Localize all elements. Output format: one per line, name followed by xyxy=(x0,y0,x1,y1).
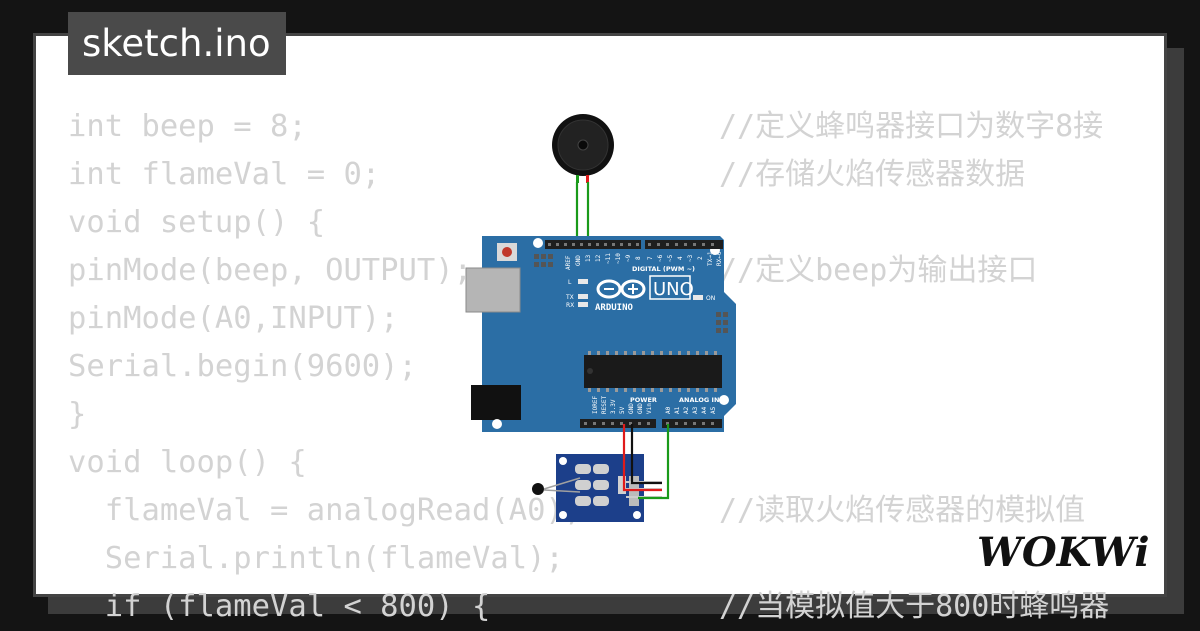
code-line: if (flameVal < 800) { xyxy=(68,589,491,624)
code-line: void setup() { xyxy=(68,205,326,240)
digital-label: DIGITAL (PWM ~) xyxy=(632,265,695,273)
svg-text:GND: GND xyxy=(637,403,644,414)
board-model: UNO xyxy=(653,279,694,300)
wire-buzzer[interactable] xyxy=(575,182,601,246)
svg-text:IOREF: IOREF xyxy=(592,396,599,414)
svg-text:4: 4 xyxy=(677,256,684,260)
svg-text:~6: ~6 xyxy=(657,254,664,262)
svg-text:3.3V: 3.3V xyxy=(610,399,617,414)
svg-text:GND: GND xyxy=(628,403,635,414)
code-line: Serial.begin(9600); xyxy=(68,349,417,384)
flame-sensor[interactable] xyxy=(532,454,662,522)
code-line: int flameVal = 0; xyxy=(68,157,381,192)
code-line: Serial.println(flameVal); xyxy=(68,541,564,576)
wokwi-logo: WOKWi xyxy=(977,529,1150,576)
code-line: flameVal = analogRead(A0); xyxy=(68,493,583,528)
code-line: } xyxy=(68,397,87,432)
code-comment: //当模拟值大于800时蜂鸣器 xyxy=(719,589,1110,624)
arduino-uno-board[interactable]: AREF GND 13 12 ~11 ~10 ~9 8 7 ~6 ~5 4 ~3… xyxy=(465,236,736,432)
board-brand: ARDUINO xyxy=(595,303,634,313)
svg-text:~5: ~5 xyxy=(667,254,674,262)
led-on-label: ON xyxy=(706,295,715,302)
svg-text:A4: A4 xyxy=(701,406,708,414)
code-line: pinMode(beep, OUTPUT); xyxy=(68,253,472,288)
led-tx-label: TX xyxy=(565,294,574,301)
code-line: pinMode(A0,INPUT); xyxy=(68,301,399,336)
code-comment: //定义蜂鸣器接口为数字8接 xyxy=(719,109,1104,144)
svg-text:12: 12 xyxy=(595,254,602,262)
svg-text:Vin: Vin xyxy=(646,403,653,414)
wire-sensor[interactable] xyxy=(622,424,670,500)
svg-text:RESET: RESET xyxy=(601,396,608,414)
power-label: POWER xyxy=(630,396,657,404)
svg-text:A5: A5 xyxy=(710,406,717,414)
svg-text:A3: A3 xyxy=(692,406,699,414)
svg-text:~10: ~10 xyxy=(615,253,622,264)
svg-text:GND: GND xyxy=(575,255,582,266)
code-comment: //存储火焰传感器数据 xyxy=(719,157,1026,192)
led-l-label: L xyxy=(568,279,572,286)
svg-text:~9: ~9 xyxy=(625,254,632,262)
buzzer[interactable] xyxy=(552,114,614,183)
svg-text:2: 2 xyxy=(697,256,704,260)
svg-text:A0: A0 xyxy=(665,406,672,414)
arduino-logo-icon xyxy=(596,279,646,299)
code-line: void loop() { xyxy=(68,445,307,480)
file-tab[interactable]: sketch.ino xyxy=(68,12,286,75)
code-view: int beep = 8; int flameVal = 0; void setup… xyxy=(68,103,582,631)
svg-text:5V: 5V xyxy=(619,406,626,414)
svg-text:8: 8 xyxy=(635,256,642,260)
analog-label: ANALOG IN xyxy=(679,396,719,404)
svg-text:~11: ~11 xyxy=(605,253,612,264)
led-rx-label: RX xyxy=(566,302,574,309)
svg-text:RX←0: RX←0 xyxy=(716,251,723,266)
svg-text:A1: A1 xyxy=(674,406,681,414)
svg-text:A2: A2 xyxy=(683,406,690,414)
code-line: int beep = 8; xyxy=(68,109,307,144)
svg-text:13: 13 xyxy=(585,254,592,262)
svg-text:~3: ~3 xyxy=(687,254,694,262)
wokwi-logo-text: WOKWi xyxy=(977,529,1150,576)
svg-text:TX→1: TX→1 xyxy=(707,251,714,266)
svg-text:AREF: AREF xyxy=(565,255,572,270)
code-comment: //读取火焰传感器的模拟值 xyxy=(719,493,1086,528)
svg-text:7: 7 xyxy=(647,256,654,260)
code-comment: //定义beep为输出接口 xyxy=(719,253,1038,288)
